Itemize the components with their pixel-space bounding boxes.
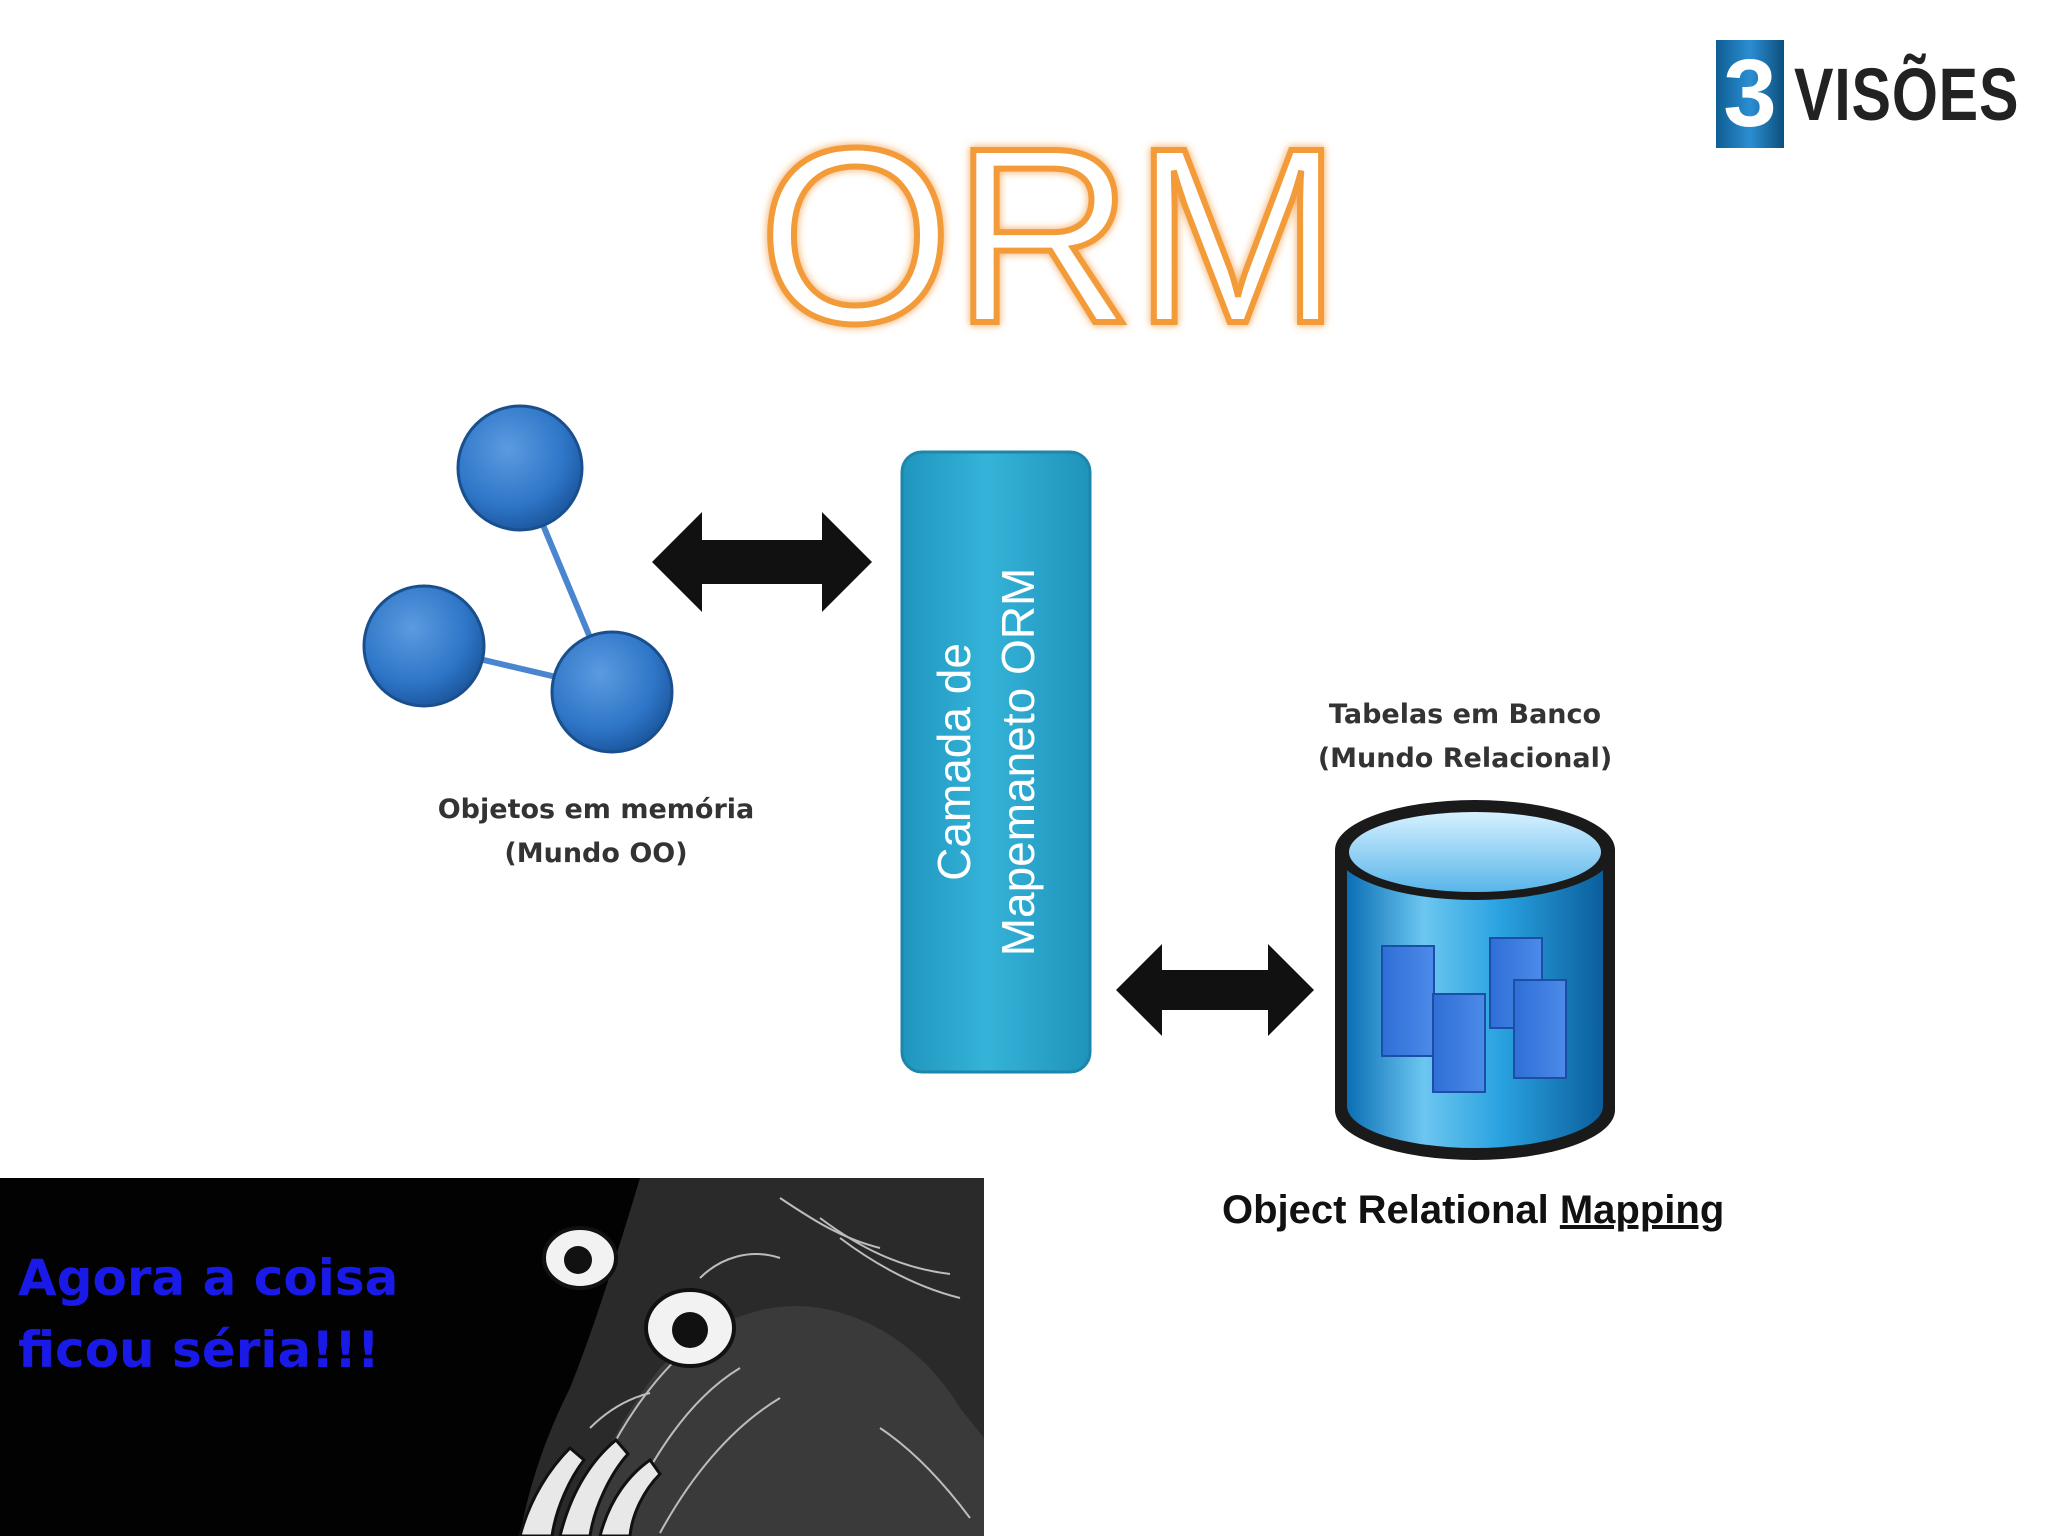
logo-number-box: 3 (1716, 40, 1784, 148)
shocked-face-illustration (518, 1178, 984, 1536)
meme-caption: Agora a coisa ficou séria!!! (18, 1242, 538, 1386)
tables-label-line2: (Mundo Relacional) (1318, 743, 1612, 774)
objects-label-line1: Objetos em memória (438, 794, 755, 825)
object-graph (362, 404, 674, 754)
database-icon (1335, 800, 1615, 1160)
title-graphic: ORM (755, 100, 1344, 360)
object-node (456, 404, 584, 532)
meme-line-1: Agora a coisa (18, 1249, 399, 1307)
brand-logo: 3 VISÕES (1716, 40, 2018, 150)
objects-label-line2: (Mundo OO) (504, 838, 687, 869)
mapping-layer-box (900, 450, 1092, 1074)
double-arrow-icon (1116, 944, 1314, 1036)
logo-word: VISÕES (1794, 53, 2020, 136)
tables-label-line1: Tabelas em Banco (1329, 699, 1601, 730)
double-arrow-icon (652, 512, 872, 612)
layer-label-line1: Camada de (928, 643, 980, 881)
meme-panel: Agora a coisa ficou séria!!! (0, 1178, 984, 1536)
meme-line-2: ficou séria!!! (18, 1321, 380, 1379)
caption-text: Object Relational (1222, 1188, 1560, 1232)
caption: Object Relational Mapping (1222, 1188, 1724, 1233)
object-node (550, 630, 674, 754)
logo-number: 3 (1723, 40, 1777, 147)
object-node (362, 584, 486, 708)
page-title: ORM (758, 100, 1341, 360)
caption-underlined-text: Mapping (1559, 1188, 1725, 1232)
layer-label-line2: Mapemaneto ORM (992, 568, 1044, 957)
orm-diagram: Objetos em memória (Mundo OO) Camada de … (362, 404, 1615, 1160)
